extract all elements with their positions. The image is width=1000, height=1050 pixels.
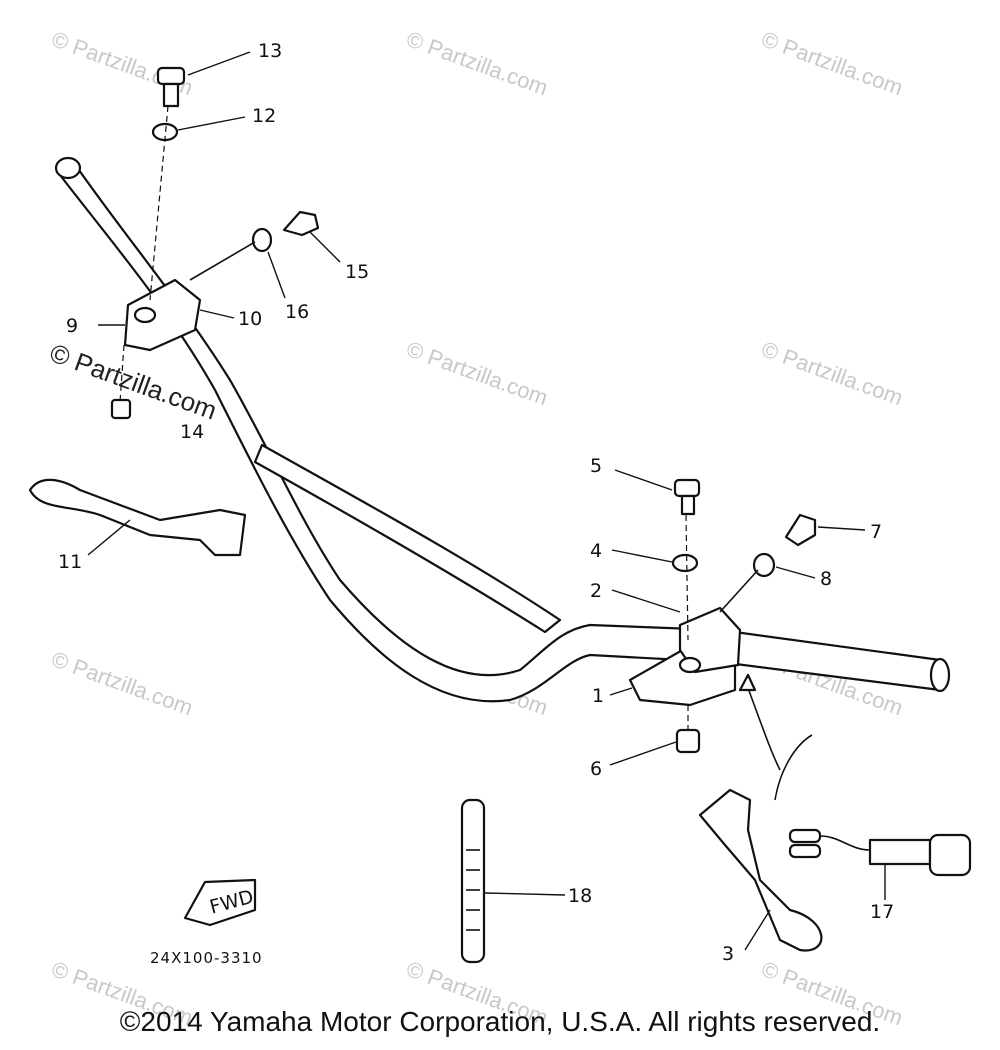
part-labels: 13 12 15 16 9 10 14 11 5 4 2 7 8 1 6 18 … bbox=[58, 40, 894, 967]
part-label-13: 13 bbox=[258, 40, 282, 62]
part-label-5: 5 bbox=[590, 455, 602, 477]
watermark: © Partzilla.com bbox=[48, 646, 196, 720]
part-label-16: 16 bbox=[285, 301, 309, 323]
cable-band bbox=[460, 798, 486, 964]
part-code: 24X100-3310 bbox=[150, 949, 263, 967]
part-label-9: 9 bbox=[66, 315, 78, 337]
part-label-15: 15 bbox=[345, 261, 369, 283]
switch-assembly bbox=[738, 673, 972, 877]
part-label-4: 4 bbox=[590, 540, 602, 562]
part-label-8: 8 bbox=[820, 568, 832, 590]
part-label-2: 2 bbox=[590, 580, 602, 602]
watermark: © Partzilla.com bbox=[403, 26, 551, 100]
part-label-7: 7 bbox=[870, 521, 882, 543]
part-label-12: 12 bbox=[252, 105, 276, 127]
leader-lines bbox=[87, 51, 886, 951]
part-label-3: 3 bbox=[722, 943, 734, 965]
watermark: © Partzilla.com bbox=[758, 336, 906, 410]
part-label-14: 14 bbox=[180, 421, 204, 443]
right-lever bbox=[698, 788, 823, 952]
watermark: © Partzilla.com bbox=[403, 336, 551, 410]
part-label-18: 18 bbox=[568, 885, 592, 907]
fasteners bbox=[151, 66, 817, 754]
alignment-lines bbox=[119, 105, 759, 730]
right-holder bbox=[628, 606, 742, 707]
fwd-arrow: FWD bbox=[183, 878, 257, 927]
copyright-notice: ©2014 Yamaha Motor Corporation, U.S.A. A… bbox=[119, 1006, 881, 1037]
part-label-10: 10 bbox=[238, 308, 262, 330]
handlebar bbox=[54, 156, 951, 703]
part-label-1: 1 bbox=[592, 685, 604, 707]
part-label-11: 11 bbox=[58, 551, 82, 573]
part-label-17: 17 bbox=[870, 901, 894, 923]
left-lever bbox=[28, 478, 247, 557]
watermark: © Partzilla.com bbox=[758, 26, 906, 100]
part-label-6: 6 bbox=[590, 758, 602, 780]
left-holder bbox=[110, 278, 202, 420]
